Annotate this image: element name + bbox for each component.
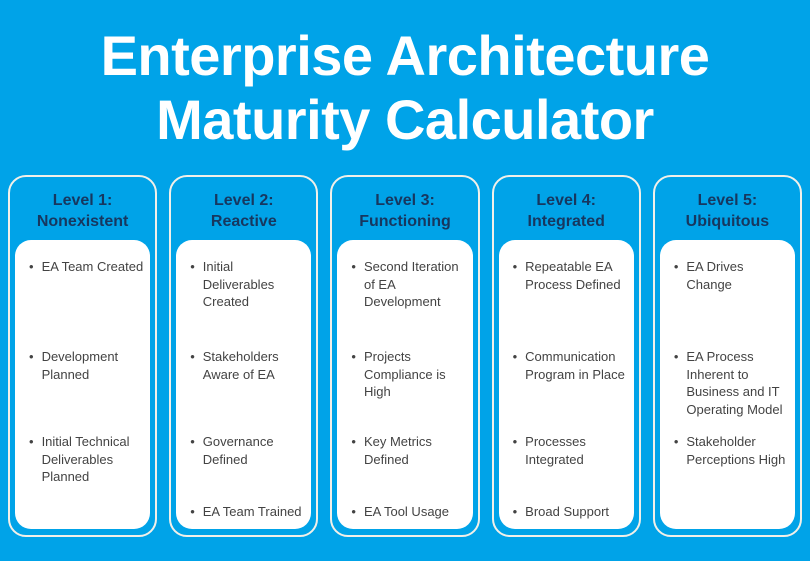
level-item: • Repeatable EA Process Defined — [508, 258, 629, 348]
bullet-icon: • — [673, 349, 679, 364]
level-item: • Key Metrics Defined — [346, 433, 467, 503]
level-item-text: Stakeholder Perceptions High — [686, 434, 786, 467]
level-number-label: Level 3: — [375, 192, 435, 209]
level-card-body: • Initial Deliverables Created • Stakeholde… — [176, 240, 312, 529]
level-number-label: Level 2: — [214, 192, 274, 209]
bullet-icon: • — [512, 504, 518, 519]
level-number-label: Level 5: — [697, 192, 758, 209]
level-card: Level 4: Integrated • Repeatable EA Proce… — [491, 175, 641, 537]
level-card: Level 2: Reactive • Initial Deliverables … — [169, 175, 319, 537]
level-card-header: Level 3: Functioning — [332, 177, 477, 240]
bullet-icon: • — [190, 434, 195, 449]
level-card-header: Level 4: Integrated — [494, 177, 639, 240]
level-card-body: • EA Team Created • Development Planned • Ini… — [15, 240, 151, 529]
level-item-text: EA Team Trained — [202, 504, 302, 519]
bullet-icon: • — [673, 259, 679, 274]
level-item: • Initial Deliverables Created — [185, 258, 306, 348]
bullet-icon: • — [190, 349, 195, 364]
bullet-icon: • — [190, 259, 195, 274]
bullet-icon: • — [190, 504, 195, 519]
level-card-header: Level 2: Reactive — [171, 177, 316, 240]
level-item-text: Processes Integrated — [525, 434, 586, 467]
bullet-icon: • — [351, 349, 356, 364]
bullet-icon: • — [29, 259, 34, 274]
level-name-label: Functioning — [359, 213, 451, 230]
level-card-body: • Second Iteration of EA Development • Proj… — [337, 240, 473, 529]
level-card-body: • EA Drives Change • EA Process Inherent to… — [659, 240, 796, 529]
level-items-list: • Second Iteration of EA Development • Proj… — [346, 258, 467, 521]
level-card: Level 1: Nonexistent • EA Team Created • De… — [8, 175, 158, 537]
bullet-icon: • — [673, 434, 679, 449]
level-item: • EA Drives Change — [669, 258, 790, 348]
level-card: Level 5: Ubiquitous • EA Drives Change • EA… — [652, 175, 803, 537]
level-card-body: • Repeatable EA Process Defined • Communica… — [498, 240, 634, 529]
level-item: • Stakeholder Perceptions High — [669, 433, 790, 503]
level-item-text: Projects Compliance is High — [363, 349, 446, 399]
page-title-line1: Enterprise Architecture — [100, 24, 710, 87]
maturity-levels-row: Level 1: Nonexistent • EA Team Created • De… — [8, 175, 803, 537]
level-item-text: EA Process Inherent to Business and IT O… — [686, 349, 783, 417]
level-item: • Initial Technical Deliverables Planned — [24, 433, 145, 503]
bullet-icon: • — [351, 259, 356, 274]
level-items-list: • Initial Deliverables Created • Stakeholde… — [185, 258, 306, 521]
level-item-text: Initial Technical Deliverables Planned — [41, 434, 130, 484]
level-item: • Development Planned — [24, 348, 145, 433]
bullet-icon: • — [29, 349, 34, 364]
page-title-line2: Maturity Calculator — [156, 88, 654, 151]
level-items-list: • Repeatable EA Process Defined • Communica… — [508, 258, 629, 521]
level-items-list: • EA Drives Change • EA Process Inherent to… — [669, 258, 790, 521]
level-item: • EA Tool Usage — [346, 503, 467, 521]
level-item: • Processes Integrated — [508, 433, 629, 503]
level-item-text: Key Metrics Defined — [363, 434, 432, 467]
level-item: • EA Team Trained — [185, 503, 306, 521]
level-item-text: Broad Support — [525, 504, 610, 519]
level-item-text: Second Iteration of EA Development — [363, 259, 459, 309]
level-name-label: Nonexistent — [36, 213, 129, 230]
level-item-text: Development Planned — [41, 349, 119, 382]
level-item: • Projects Compliance is High — [346, 348, 467, 433]
level-item-text: Initial Deliverables Created — [202, 259, 275, 309]
bullet-icon: • — [512, 349, 518, 364]
level-number-label: Level 4: — [536, 192, 596, 209]
level-item: • Second Iteration of EA Development — [346, 258, 467, 348]
level-item-text: EA Tool Usage — [363, 504, 450, 519]
level-item-text: Repeatable EA Process Defined — [525, 259, 621, 292]
level-name-label: Reactive — [210, 213, 277, 230]
bullet-icon: • — [29, 434, 34, 449]
level-card: Level 3: Functioning • Second Iteration o… — [330, 175, 480, 537]
level-item-text: EA Drives Change — [686, 259, 744, 292]
level-number-label: Level 1: — [52, 192, 113, 209]
level-item: • Communication Program in Place — [508, 348, 629, 433]
page-title: Enterprise Architecture Maturity Calcula… — [0, 0, 810, 152]
bullet-icon: • — [351, 504, 356, 519]
level-item-text: Communication Program in Place — [525, 349, 625, 382]
level-item: • Stakeholders Aware of EA — [185, 348, 306, 433]
bullet-icon: • — [512, 259, 518, 274]
bullet-icon: • — [512, 434, 518, 449]
level-item: • Governance Defined — [185, 433, 306, 503]
level-item-text: EA Team Created — [41, 259, 144, 274]
level-card-header: Level 1: Nonexistent — [10, 177, 155, 240]
level-item: • EA Process Inherent to Business and IT … — [669, 348, 790, 433]
level-name-label: Ubiquitous — [685, 213, 770, 230]
level-items-list: • EA Team Created • Development Planned • Ini… — [24, 258, 145, 521]
level-name-label: Integrated — [527, 213, 605, 230]
level-card-header: Level 5: Ubiquitous — [655, 177, 800, 240]
level-item-text: Stakeholders Aware of EA — [202, 349, 279, 382]
level-item-text: Governance Defined — [202, 434, 274, 467]
bullet-icon: • — [351, 434, 356, 449]
level-item: • EA Team Created — [24, 258, 145, 348]
level-item: • Broad Support — [508, 503, 629, 521]
